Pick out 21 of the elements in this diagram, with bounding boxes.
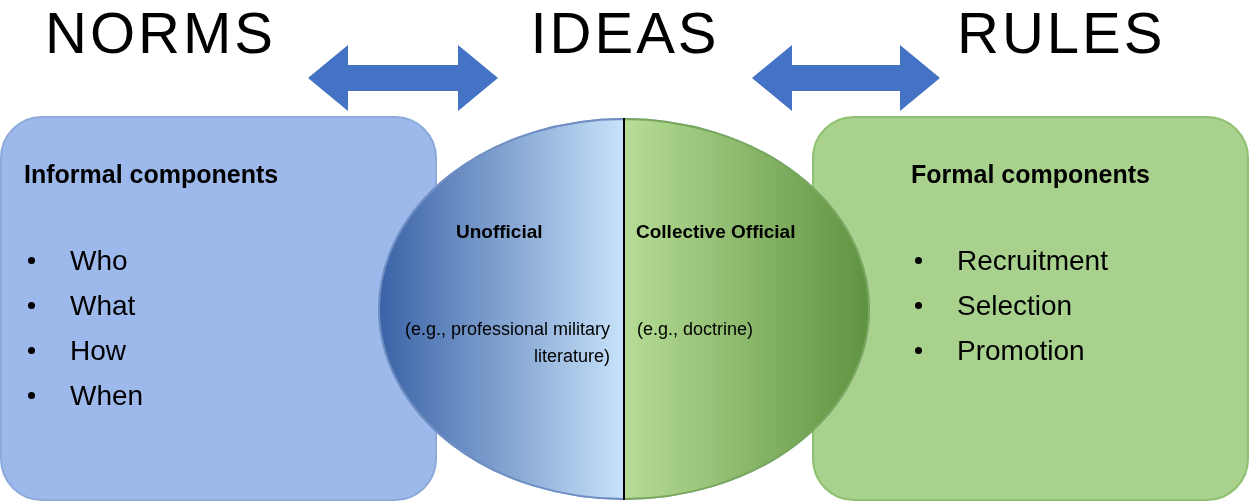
section-heading: Unofficial bbox=[456, 221, 543, 243]
bullet-item: What bbox=[24, 283, 144, 328]
double-arrow bbox=[308, 45, 498, 111]
example-text: (e.g., doctrine) bbox=[637, 318, 755, 341]
heading-text: IDEAS bbox=[500, 4, 750, 90]
double-arrow bbox=[752, 45, 940, 111]
panel-heading: Informal components bbox=[24, 160, 279, 189]
section-heading: Collective Official bbox=[636, 221, 796, 243]
bullet-item: Promotion bbox=[911, 328, 1108, 373]
panel-heading: Formal components bbox=[911, 160, 1150, 189]
heading-text: NORMS bbox=[40, 4, 306, 90]
bullet-item: Selection bbox=[911, 283, 1108, 328]
bullet-item: Recruitment bbox=[911, 238, 1108, 283]
ellipse-half bbox=[378, 118, 624, 500]
rounded-panel bbox=[812, 116, 1249, 501]
bullet-item: When bbox=[24, 373, 144, 418]
bullet-item: Who bbox=[24, 238, 144, 283]
ellipse-half bbox=[624, 118, 870, 500]
heading-text: RULES bbox=[942, 4, 1172, 90]
bullet-item: How bbox=[24, 328, 144, 373]
example-text: (e.g., professional military literature) bbox=[403, 318, 610, 368]
